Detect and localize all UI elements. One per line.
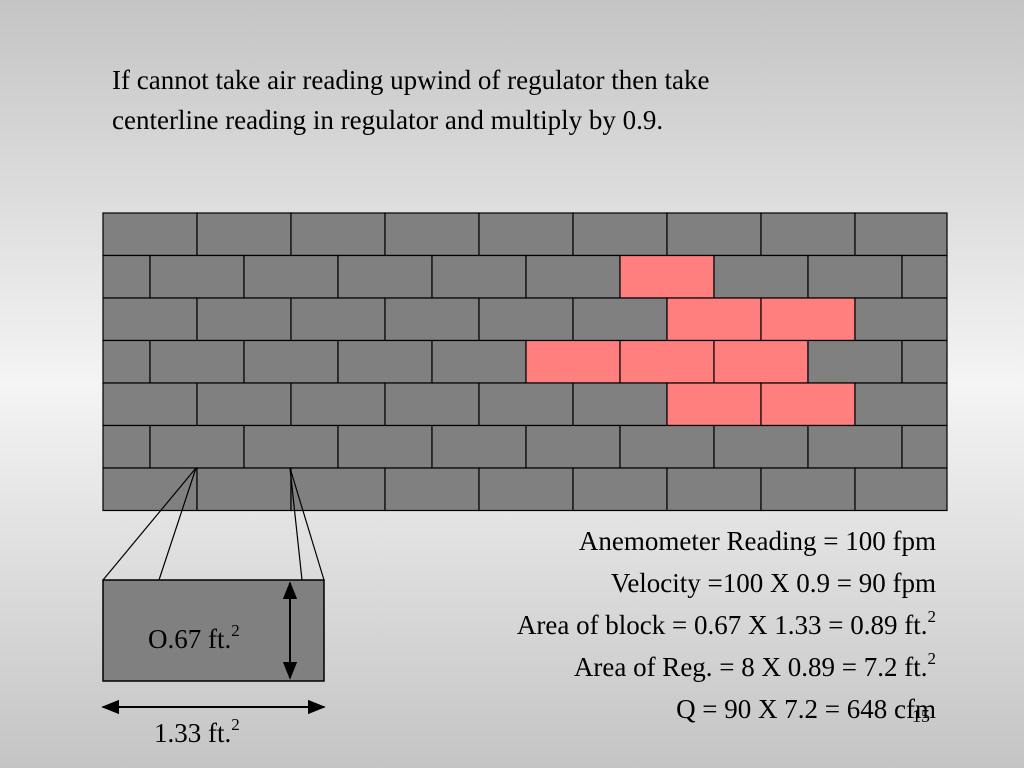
intro-text: If cannot take air reading upwind of reg… bbox=[112, 60, 912, 140]
brick bbox=[149, 254, 245, 299]
calc-area-block-sup: 2 bbox=[927, 607, 937, 626]
block-width-sup: 2 bbox=[231, 715, 240, 734]
brick bbox=[431, 254, 527, 299]
brick bbox=[102, 297, 198, 342]
brick bbox=[807, 424, 903, 469]
brick bbox=[337, 424, 433, 469]
brick-highlighted bbox=[619, 339, 715, 384]
brick bbox=[243, 424, 339, 469]
calc-velocity: Velocity =100 X 0.9 = 90 fpm bbox=[517, 562, 936, 604]
intro-line-1: If cannot take air reading upwind of reg… bbox=[112, 65, 710, 95]
brick bbox=[102, 254, 151, 299]
brick bbox=[713, 424, 809, 469]
brick bbox=[807, 339, 903, 384]
brick bbox=[290, 212, 386, 257]
brick-highlighted bbox=[760, 382, 856, 427]
calc-area-reg-text: Area of Reg. = 8 X 0.89 = 7.2 ft. bbox=[573, 652, 928, 682]
brick bbox=[666, 212, 762, 257]
brick bbox=[384, 297, 480, 342]
block-width-label: 1.33 ft.2 bbox=[154, 716, 240, 750]
brick bbox=[713, 254, 809, 299]
brick bbox=[102, 212, 198, 257]
brick bbox=[478, 467, 574, 512]
brick bbox=[901, 424, 948, 469]
brick bbox=[854, 382, 948, 427]
brick bbox=[760, 467, 856, 512]
brick bbox=[102, 339, 151, 384]
calc-anemometer-text: Anemometer Reading = 100 fpm bbox=[578, 526, 936, 556]
brick bbox=[854, 467, 948, 512]
brick bbox=[572, 467, 668, 512]
brick bbox=[196, 297, 292, 342]
brick bbox=[572, 297, 668, 342]
brick bbox=[149, 339, 245, 384]
calc-quantity: Q = 90 X 7.2 = 648 cfm bbox=[517, 688, 936, 730]
brick bbox=[478, 382, 574, 427]
intro-line-2: centerline reading in regulator and mult… bbox=[112, 105, 664, 135]
brick bbox=[666, 467, 762, 512]
block-width-text: 1.33 ft. bbox=[154, 718, 232, 748]
brick bbox=[478, 212, 574, 257]
slide-number: 15 bbox=[912, 706, 930, 726]
brick bbox=[525, 254, 621, 299]
brick-highlighted bbox=[525, 339, 621, 384]
brick bbox=[384, 382, 480, 427]
brick bbox=[901, 339, 948, 384]
calc-velocity-text: Velocity =100 X 0.9 = 90 fpm bbox=[610, 568, 936, 598]
brick bbox=[102, 382, 198, 427]
brick bbox=[243, 254, 339, 299]
brick bbox=[243, 339, 339, 384]
brick-highlighted bbox=[666, 297, 762, 342]
calc-area-reg-sup: 2 bbox=[927, 649, 937, 668]
brick bbox=[760, 212, 856, 257]
brick bbox=[196, 467, 292, 512]
calc-quantity-text: Q = 90 X 7.2 = 648 cfm bbox=[676, 694, 936, 724]
brick-highlighted bbox=[760, 297, 856, 342]
calc-area-block: Area of block = 0.67 X 1.33 = 0.89 ft.2 bbox=[517, 604, 936, 646]
brick-highlighted bbox=[619, 254, 715, 299]
calc-area-reg: Area of Reg. = 8 X 0.89 = 7.2 ft.2 bbox=[517, 646, 936, 688]
brick bbox=[478, 297, 574, 342]
brick bbox=[290, 382, 386, 427]
brick bbox=[337, 254, 433, 299]
brick bbox=[854, 212, 948, 257]
brick bbox=[290, 467, 386, 512]
brick bbox=[572, 382, 668, 427]
brick bbox=[384, 212, 480, 257]
brick-highlighted bbox=[666, 382, 762, 427]
brick bbox=[149, 424, 245, 469]
zoom-lines bbox=[102, 467, 325, 581]
brick-highlighted bbox=[713, 339, 809, 384]
brick bbox=[196, 212, 292, 257]
brick bbox=[901, 254, 948, 299]
brick bbox=[290, 297, 386, 342]
calculations: Anemometer Reading = 100 fpm Velocity =1… bbox=[517, 520, 936, 730]
brick bbox=[431, 424, 527, 469]
brick bbox=[196, 382, 292, 427]
block-height-sup: 2 bbox=[231, 621, 240, 640]
brick bbox=[102, 424, 151, 469]
brick bbox=[102, 467, 198, 512]
brick-wall bbox=[102, 212, 948, 512]
calc-area-block-text: Area of block = 0.67 X 1.33 = 0.89 ft. bbox=[516, 610, 928, 640]
brick bbox=[431, 339, 527, 384]
brick bbox=[619, 424, 715, 469]
brick bbox=[807, 254, 903, 299]
block-height-text: O.67 ft. bbox=[148, 624, 232, 654]
brick bbox=[572, 212, 668, 257]
brick bbox=[337, 339, 433, 384]
brick bbox=[525, 424, 621, 469]
block-height-label: O.67 ft.2 bbox=[148, 622, 240, 656]
calc-anemometer: Anemometer Reading = 100 fpm bbox=[517, 520, 936, 562]
brick bbox=[384, 467, 480, 512]
brick bbox=[854, 297, 948, 342]
